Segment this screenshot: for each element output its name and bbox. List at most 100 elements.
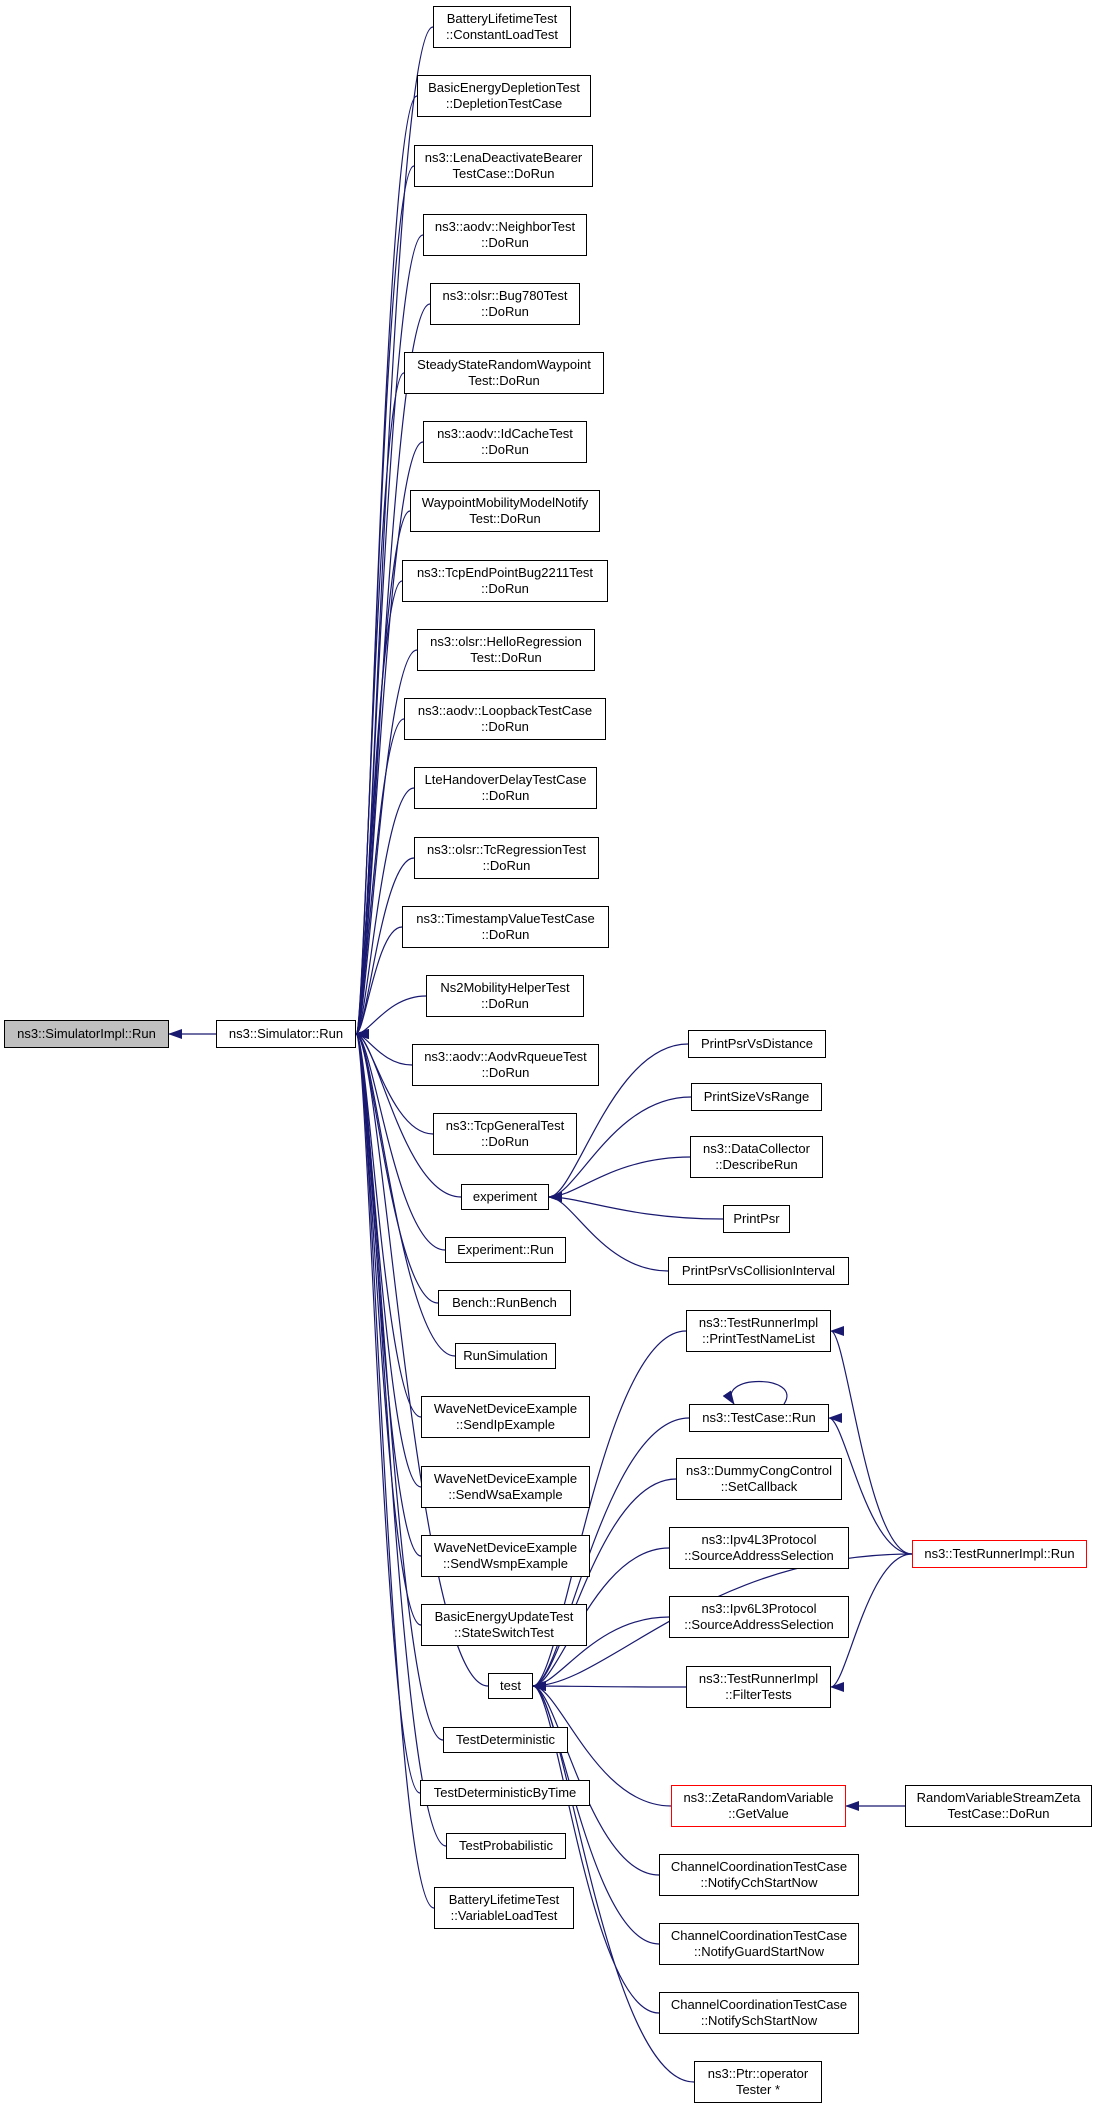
node-runner-print[interactable]: ns3::TestRunnerImpl::PrintTestNameList	[686, 1310, 831, 1352]
node-test-det-time[interactable]: TestDeterministicByTime	[420, 1780, 590, 1806]
node-label-line: ChannelCoordinationTestCase	[670, 1928, 848, 1943]
node-label-line: ::DoRun	[482, 858, 531, 873]
node-label-line: ::SendWsmpExample	[443, 1556, 568, 1571]
node-label-line: ns3::TimestampValueTestCase	[416, 911, 595, 926]
node-label-line: ns3::DataCollector	[703, 1141, 810, 1156]
node-label-line: ::NotifySchStartNow	[700, 2013, 818, 2028]
edge-ptr-operator-to-test	[532, 1681, 695, 2083]
node-zeta-get[interactable]: ns3::ZetaRandomVariable::GetValue	[671, 1785, 846, 1827]
node-wave-wsmp[interactable]: WaveNetDeviceExample::SendWsmpExample	[421, 1535, 590, 1577]
node-label-line: ::GetValue	[728, 1806, 789, 1821]
node-label-line: Bench::RunBench	[452, 1295, 557, 1310]
node-dummy-cong[interactable]: ns3::DummyCongControl::SetCallback	[676, 1458, 842, 1500]
edge-runner-run-to-testcase-run	[828, 1413, 913, 1555]
node-run-simulation[interactable]: RunSimulation	[455, 1343, 556, 1369]
node-label-line: ::DoRun	[481, 304, 529, 319]
node-experiment-run[interactable]: Experiment::Run	[445, 1237, 566, 1263]
node-test-prob[interactable]: TestProbabilistic	[446, 1833, 566, 1859]
node-testcase-run[interactable]: ns3::TestCase::Run	[689, 1404, 829, 1432]
node-label-line: WaveNetDeviceExample	[433, 1540, 578, 1555]
node-print-dist[interactable]: PrintPsrVsDistance	[688, 1030, 826, 1058]
node-ipv4-src[interactable]: ns3::Ipv4L3Protocol::SourceAddressSelect…	[669, 1527, 849, 1569]
edge-lte-handover-to-simulator-run	[355, 787, 415, 1039]
node-battery-var[interactable]: BatteryLifetimeTest::VariableLoadTest	[434, 1887, 574, 1929]
node-channel-cch[interactable]: ChannelCoordinationTestCase::NotifyCchSt…	[659, 1854, 859, 1896]
node-timestamp[interactable]: ns3::TimestampValueTestCase::DoRun	[402, 906, 609, 948]
node-print-coll[interactable]: PrintPsrVsCollisionInterval	[668, 1257, 849, 1285]
node-label-line: ::SendWsaExample	[448, 1487, 563, 1502]
node-label-line: ns3::Ipv4L3Protocol	[701, 1532, 817, 1547]
node-ns2-mobility[interactable]: Ns2MobilityHelperTest::DoRun	[426, 975, 584, 1017]
node-aodv-rqueue[interactable]: ns3::aodv::AodvRqueueTest::DoRun	[412, 1044, 599, 1086]
node-wave-ip[interactable]: WaveNetDeviceExample::SendIpExample	[421, 1396, 590, 1438]
node-print-size[interactable]: PrintSizeVsRange	[691, 1083, 822, 1111]
node-label-line: BasicEnergyUpdateTest	[434, 1609, 574, 1624]
node-experiment[interactable]: experiment	[461, 1184, 549, 1210]
node-label-line: ns3::ZetaRandomVariable	[683, 1790, 834, 1805]
node-test[interactable]: test	[488, 1673, 533, 1699]
node-simimpl-run[interactable]: ns3::SimulatorImpl::Run	[4, 1020, 169, 1048]
node-label-line: ns3::aodv::AodvRqueueTest	[424, 1049, 587, 1064]
node-label-line: Test::DoRun	[470, 650, 542, 665]
node-label-line: ns3::Ipv6L3Protocol	[701, 1601, 817, 1616]
node-basic-depletion[interactable]: BasicEnergyDepletionTest::DepletionTestC…	[417, 75, 591, 117]
node-ipv6-src[interactable]: ns3::Ipv6L3Protocol::SourceAddressSelect…	[669, 1596, 849, 1638]
node-channel-sch[interactable]: ChannelCoordinationTestCase::NotifySchSt…	[659, 1992, 859, 2034]
node-test-det[interactable]: TestDeterministic	[443, 1727, 568, 1753]
node-label-line: ::FilterTests	[725, 1687, 792, 1702]
node-label-line: ::VariableLoadTest	[450, 1908, 558, 1923]
node-label-line: ::DoRun	[481, 1134, 529, 1149]
node-lte-handover[interactable]: LteHandoverDelayTestCase::DoRun	[414, 767, 597, 809]
node-data-collector[interactable]: ns3::DataCollector::DescribeRun	[690, 1136, 823, 1178]
edge-runner-run-to-runner-filter	[830, 1553, 913, 1692]
node-channel-guard[interactable]: ChannelCoordinationTestCase::NotifyGuard…	[659, 1923, 859, 1965]
node-olsr-bug780[interactable]: ns3::olsr::Bug780Test::DoRun	[430, 283, 580, 325]
node-label-line: ns3::Simulator::Run	[228, 1026, 344, 1041]
node-label-line: RandomVariableStreamZeta	[916, 1790, 1081, 1805]
node-simulator-run[interactable]: ns3::Simulator::Run	[216, 1020, 356, 1048]
node-runner-filter[interactable]: ns3::TestRunnerImpl::FilterTests	[686, 1666, 831, 1708]
node-label-line: BasicEnergyDepletionTest	[428, 80, 580, 95]
node-bench-run[interactable]: Bench::RunBench	[438, 1290, 571, 1316]
node-label-line: LteHandoverDelayTestCase	[424, 772, 587, 787]
node-label-line: test	[500, 1678, 521, 1693]
node-label-line: PrintSizeVsRange	[703, 1089, 810, 1104]
node-aodv-neighbor[interactable]: ns3::aodv::NeighborTest::DoRun	[423, 214, 587, 256]
node-tcp-general[interactable]: ns3::TcpGeneralTest::DoRun	[433, 1113, 577, 1155]
edge-dummy-cong-to-test	[532, 1478, 677, 1691]
edge-testcase-run-to-test	[532, 1417, 690, 1691]
node-label-line: ns3::TestRunnerImpl	[698, 1315, 819, 1330]
node-label-line: ::DepletionTestCase	[445, 96, 563, 111]
node-label-line: WaveNetDeviceExample	[433, 1471, 578, 1486]
node-olsr-tc[interactable]: ns3::olsr::TcRegressionTest::DoRun	[414, 837, 599, 879]
edge-experiment-run-to-simulator-run	[355, 1029, 446, 1251]
node-runner-run[interactable]: ns3::TestRunnerImpl::Run	[912, 1540, 1087, 1568]
edge-print-coll-to-experiment	[548, 1192, 669, 1272]
node-label-line: ::SourceAddressSelection	[684, 1617, 834, 1632]
node-label-line: ::StateSwitchTest	[454, 1625, 554, 1640]
node-aodv-loopback[interactable]: ns3::aodv::LoopbackTestCase::DoRun	[404, 698, 606, 740]
node-tcp-endpoint[interactable]: ns3::TcpEndPointBug2211Test::DoRun	[402, 560, 608, 602]
edge-runner-run-to-runner-print	[830, 1326, 913, 1555]
node-wave-wsa[interactable]: WaveNetDeviceExample::SendWsaExample	[421, 1466, 590, 1508]
node-label-line: TestDeterministic	[456, 1732, 555, 1747]
node-label-line: ns3::LenaDeactivateBearer	[424, 150, 583, 165]
node-label-line: ns3::TestRunnerImpl::Run	[924, 1546, 1075, 1561]
node-battery-const[interactable]: BatteryLifetimeTest::ConstantLoadTest	[433, 6, 571, 48]
edge-testcase-run-to-testcase-run	[722, 1381, 788, 1405]
node-label-line: WaypointMobilityModelNotify	[421, 495, 589, 510]
node-label-line: ns3::TestCase::Run	[702, 1410, 816, 1425]
node-basic-update[interactable]: BasicEnergyUpdateTest::StateSwitchTest	[421, 1604, 587, 1646]
edge-data-collector-to-experiment	[548, 1156, 691, 1202]
node-aodv-idcache[interactable]: ns3::aodv::IdCacheTest::DoRun	[423, 421, 587, 463]
node-label-line: ns3::TestRunnerImpl	[698, 1671, 819, 1686]
node-print-psr[interactable]: PrintPsr	[723, 1205, 790, 1233]
node-label-line: experiment	[472, 1189, 538, 1204]
